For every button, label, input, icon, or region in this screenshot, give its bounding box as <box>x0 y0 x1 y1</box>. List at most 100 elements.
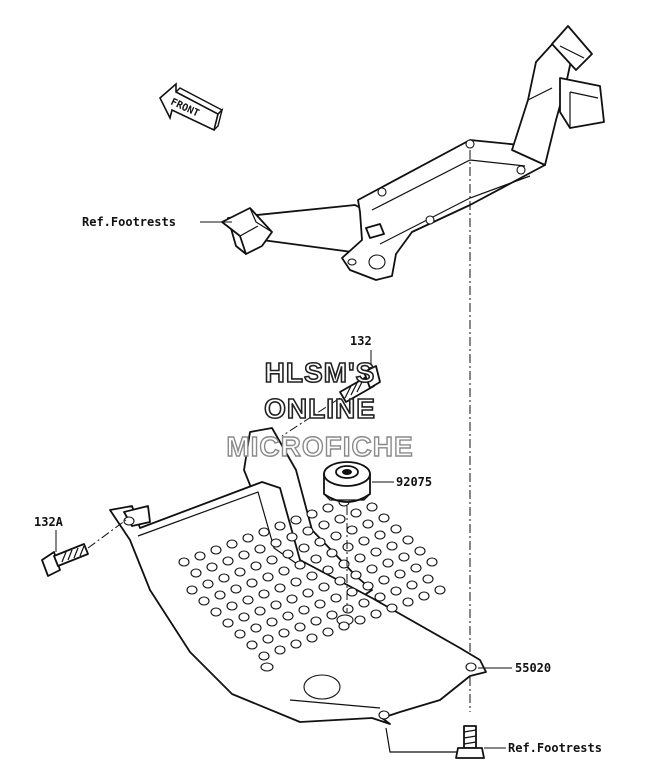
perforation-hole <box>318 582 330 592</box>
perforation-hole <box>226 601 238 611</box>
perforation-hole <box>338 621 350 631</box>
perforation-hole <box>402 597 414 607</box>
perforation-hole <box>242 533 254 543</box>
perforation-hole <box>254 606 266 616</box>
watermark-line-2: ONLINE <box>264 393 376 424</box>
perforation-hole <box>434 585 446 595</box>
perforation-hole <box>274 583 286 593</box>
perforation-hole <box>410 563 422 573</box>
part-92075-label: 92075 <box>396 475 432 489</box>
perforation-hole <box>302 526 314 536</box>
perforation-hole <box>306 509 318 519</box>
perforation-hole <box>326 548 338 558</box>
perforation-hole <box>250 623 262 633</box>
perforation-hole <box>186 585 198 595</box>
perforation-hole <box>238 550 250 560</box>
perforation-hole <box>342 604 354 614</box>
perforation-hole <box>206 562 218 572</box>
perforation-hole <box>198 596 210 606</box>
perforation-hole <box>350 508 362 518</box>
watermark: HLSM'S ONLINE MICROFICHE <box>226 356 414 463</box>
perforation-hole <box>298 605 310 615</box>
perforation-hole <box>386 541 398 551</box>
perforation-hole <box>318 520 330 530</box>
perforation-hole <box>310 554 322 564</box>
perforation-hole <box>314 599 326 609</box>
ref-footrests-bottom-label: Ref.Footrests <box>508 741 602 755</box>
perforation-hole <box>358 598 370 608</box>
perforation-hole <box>406 580 418 590</box>
perforation-hole <box>286 594 298 604</box>
bolt-132a: 132A <box>34 515 127 577</box>
rear-bracket-outline <box>385 727 468 753</box>
perforation-hole <box>254 544 266 554</box>
perforation-hole <box>250 561 262 571</box>
perforation-hole <box>238 612 250 622</box>
perforation-hole <box>386 603 398 613</box>
perforation-hole <box>330 593 342 603</box>
perforation-hole <box>302 588 314 598</box>
perforation-hole <box>286 532 298 542</box>
perforation-hole <box>178 557 190 567</box>
perforation-hole <box>378 513 390 523</box>
front-arrow: FRONT <box>159 82 224 132</box>
perforation-hole <box>202 579 214 589</box>
perforation-hole <box>218 573 230 583</box>
perforation-hole <box>190 568 202 578</box>
perforation-hole <box>426 557 438 567</box>
perforation-hole <box>222 556 234 566</box>
perforation-hole <box>342 542 354 552</box>
perforation-hole <box>370 609 382 619</box>
ref-footrests-top-label: Ref.Footrests <box>82 215 176 229</box>
bolt-132: 132 <box>281 334 381 437</box>
perforation-hole <box>234 629 246 639</box>
perforation-hole <box>290 577 302 587</box>
perforation-hole <box>290 639 302 649</box>
perforation-hole <box>366 564 378 574</box>
perforation-hole <box>398 552 410 562</box>
perforation-hole <box>266 555 278 565</box>
perforation-hole <box>222 618 234 628</box>
perforation-hole <box>290 515 302 525</box>
perforation-hole <box>242 595 254 605</box>
perforation-hole <box>346 587 358 597</box>
perforation-hole <box>306 633 318 643</box>
perforation-hole <box>346 525 358 535</box>
part-132-label: 132 <box>350 334 372 348</box>
perforation-hole <box>390 524 402 534</box>
perforation-hole <box>246 578 258 588</box>
perforation-hole <box>326 610 338 620</box>
perforation-hole <box>362 519 374 529</box>
callout-55020: 55020 <box>478 661 551 675</box>
perforation-hole <box>362 581 374 591</box>
perforation-hole <box>330 531 342 541</box>
perforation-hole <box>266 617 278 627</box>
perforation-hole <box>334 576 346 586</box>
perforation-hole <box>310 616 322 626</box>
perforation-hole <box>214 590 226 600</box>
perforation-hole <box>402 535 414 545</box>
skid-plate <box>109 427 487 725</box>
callout-ref-footrests-top: Ref.Footrests <box>82 215 232 229</box>
perforation-hole <box>210 607 222 617</box>
perforation-hole <box>358 536 370 546</box>
watermark-line-3: MICROFICHE <box>226 431 413 462</box>
perforation-hole <box>274 645 286 655</box>
perforation-hole <box>230 584 242 594</box>
perforation-hole <box>422 574 434 584</box>
perforation-hole <box>194 551 206 561</box>
perforation-hole <box>294 622 306 632</box>
perforation-hole <box>322 627 334 637</box>
perforation-hole <box>298 543 310 553</box>
perforation-hole <box>394 569 406 579</box>
perforation-hole <box>306 571 318 581</box>
part-132a-label: 132A <box>34 515 64 529</box>
perforation-hole <box>382 558 394 568</box>
perforation-hole <box>282 611 294 621</box>
perforation-hole <box>246 640 258 650</box>
perforation-hole <box>350 570 362 580</box>
perforation-hole <box>278 628 290 638</box>
perforation-hole <box>374 530 386 540</box>
perforation-hole <box>374 592 386 602</box>
